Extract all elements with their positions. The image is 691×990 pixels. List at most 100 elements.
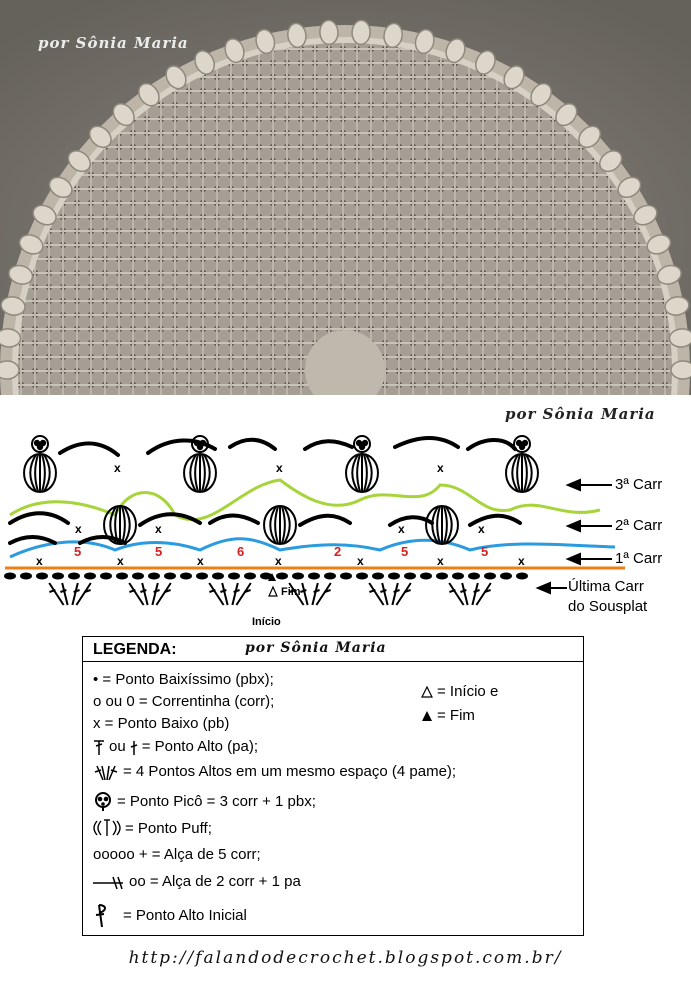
row1-label: 1ª Carr bbox=[615, 550, 663, 567]
chain-stitch bbox=[148, 572, 160, 580]
chain-stitch bbox=[420, 572, 432, 580]
chain-stitch bbox=[244, 572, 256, 580]
row3-label: 3ª Carr bbox=[615, 476, 663, 493]
stitch-count-label: 2 bbox=[334, 544, 341, 559]
end-marker-icon bbox=[268, 573, 276, 581]
chain-stitch bbox=[212, 572, 224, 580]
last-row-label-line2: do Sousplat bbox=[568, 598, 648, 615]
legend-item-slip-stitch: • = Ponto Baixíssimo (pbx); bbox=[93, 671, 274, 688]
puff-stitch bbox=[598, 150, 623, 173]
row2-chain-arc bbox=[208, 513, 260, 525]
puff-stitch bbox=[578, 125, 602, 149]
chain-stitch bbox=[388, 572, 400, 580]
row2-chain-arc bbox=[468, 513, 522, 527]
crochet-chart-drawing: 5 5 6 2 5 5 x x x x x x x x x x x x x x bbox=[4, 435, 625, 628]
puff-stitch bbox=[319, 19, 339, 46]
legend-credit: por Sônia Maria bbox=[245, 640, 387, 656]
row2-chain-arc bbox=[298, 513, 352, 527]
puff-stitch bbox=[0, 296, 26, 316]
legend-box: LEGENDA: por Sônia Maria • = Ponto Baixí… bbox=[82, 636, 584, 936]
puff-stitch-symbol bbox=[183, 435, 217, 493]
puff-stitch bbox=[475, 50, 496, 75]
puff-stitch bbox=[670, 360, 691, 380]
row3-chain-arc bbox=[303, 439, 354, 451]
puff-stitch bbox=[503, 65, 525, 90]
puff-stitch bbox=[668, 328, 691, 348]
single-crochet-mark: x bbox=[117, 554, 124, 568]
stitch-count-label: 5 bbox=[481, 544, 488, 559]
stitch-count-label: 6 bbox=[237, 544, 244, 559]
four-dc-fan bbox=[208, 582, 252, 606]
puff-stitch bbox=[18, 234, 44, 255]
four-dc-fan bbox=[368, 582, 412, 606]
chain-stitch bbox=[404, 572, 416, 580]
puff-stitch bbox=[0, 328, 22, 348]
chain-stitch bbox=[308, 572, 320, 580]
puff-stitch-icon bbox=[93, 819, 121, 836]
single-crochet-mark: x bbox=[275, 554, 282, 568]
single-crochet-mark: x bbox=[437, 554, 444, 568]
legend-item-start-marker: = Início e bbox=[421, 683, 498, 700]
puff-stitch bbox=[383, 22, 403, 49]
chain-stitch bbox=[516, 572, 528, 580]
puff-stitch bbox=[165, 65, 187, 90]
row3-chain-arc bbox=[58, 441, 120, 457]
four-dc-fan bbox=[448, 582, 492, 606]
picot-icon bbox=[95, 792, 111, 811]
puff-stitch bbox=[88, 125, 112, 149]
row3-chain-arc bbox=[393, 436, 460, 449]
arrow-icon bbox=[535, 581, 551, 595]
legend-item-puff: = Ponto Puff; bbox=[93, 819, 212, 837]
row1-chain-arc bbox=[78, 535, 127, 545]
single-crochet-mark: x bbox=[518, 554, 525, 568]
arrow-icon bbox=[565, 552, 581, 566]
row2-chain-arc bbox=[138, 512, 202, 527]
stitch-count-label: 5 bbox=[74, 544, 81, 559]
chain-stitch bbox=[276, 572, 288, 580]
puff-stitch-symbol bbox=[345, 435, 379, 493]
chain-stitch bbox=[20, 572, 32, 580]
puff-stitch bbox=[0, 360, 20, 380]
legend-title: LEGENDA: bbox=[93, 641, 177, 658]
legend-item-picot: = Ponto Picô = 3 corr + 1 pbx; bbox=[93, 791, 316, 811]
arrow-icon bbox=[565, 519, 581, 533]
chain-stitch bbox=[100, 572, 112, 580]
puff-stitch bbox=[351, 19, 371, 46]
photo-credit: por Sônia Maria bbox=[38, 34, 189, 52]
legend-item-end-marker: = Fim bbox=[421, 707, 475, 724]
four-dc-fan bbox=[48, 582, 92, 606]
row2-chain-arc bbox=[8, 535, 57, 545]
puff-stitch-symbol bbox=[505, 435, 539, 493]
chain-stitch bbox=[372, 572, 384, 580]
chain-stitch bbox=[52, 572, 64, 580]
puff-stitch bbox=[414, 28, 435, 55]
blog-url: http://falandodecrochet.blogspot.com.br/ bbox=[128, 948, 563, 968]
single-crochet-mark: x bbox=[155, 522, 162, 536]
chain-stitch bbox=[292, 572, 304, 580]
last-row-label-line1: Última Carr bbox=[568, 578, 644, 595]
puff-stitch-symbol bbox=[23, 435, 57, 493]
puff-stitch bbox=[8, 264, 34, 285]
legend-item-4-dc-same-space: = 4 Pontos Altos em um mesmo espaço (4 p… bbox=[93, 763, 456, 780]
inicio-label: Início bbox=[252, 616, 281, 628]
chain-stitch bbox=[500, 572, 512, 580]
legend-item-single-crochet: x = Ponto Baixo (pb) bbox=[93, 715, 230, 732]
legend-item-starting-dc: = Ponto Alto Inicial bbox=[93, 903, 247, 927]
four-dc-fan bbox=[288, 582, 332, 606]
single-crochet-mark: x bbox=[478, 522, 485, 536]
double-crochet-alt-icon bbox=[130, 740, 137, 755]
puff-stitch bbox=[48, 176, 73, 199]
chain-stitch bbox=[324, 572, 336, 580]
stitch-count-label: 5 bbox=[155, 544, 162, 559]
four-dc-fan bbox=[128, 582, 172, 606]
row3-chain-arc bbox=[146, 438, 217, 455]
puff-stitch bbox=[555, 103, 578, 127]
puff-stitch bbox=[67, 150, 92, 173]
single-crochet-mark: x bbox=[437, 461, 444, 475]
chain-stitch bbox=[180, 572, 192, 580]
legend-item-double-crochet: ou = Ponto Alto (pa); bbox=[93, 738, 258, 755]
row1-guide-line bbox=[9, 537, 616, 559]
chain-dc-loop-icon bbox=[93, 876, 123, 889]
puff-stitch bbox=[445, 38, 466, 64]
puff-stitch-symbol bbox=[425, 505, 459, 545]
